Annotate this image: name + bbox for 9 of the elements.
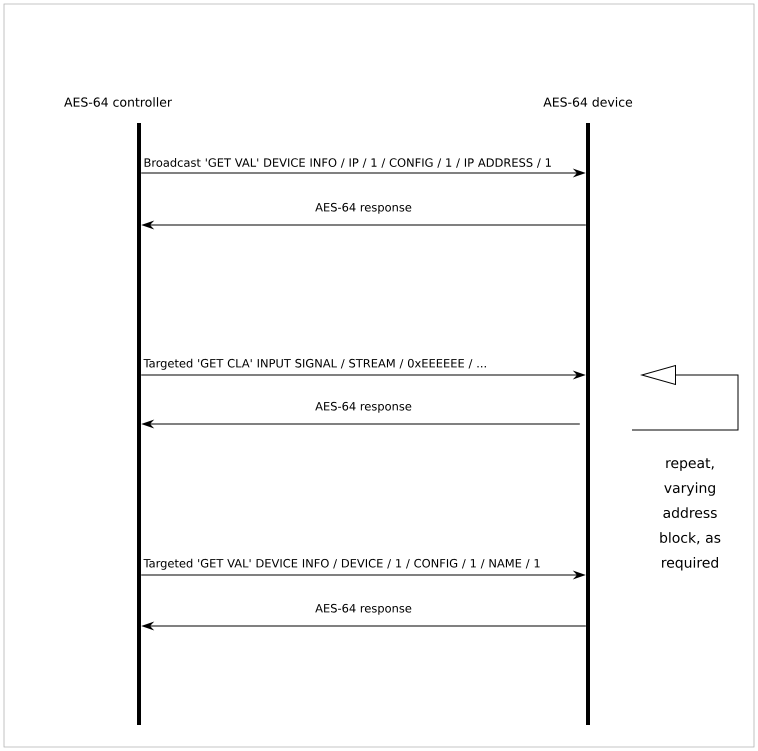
edge-label: Broadcast 'GET VAL' DEVICE INFO / IP / 1 / CONFIG / 1 / IP ADDRESS / 1 [144, 158, 551, 168]
edge-label: AES-64 response [315, 402, 412, 413]
note: repeat, varying address block, as required [660, 458, 720, 571]
participant-label: AES-64 controller [64, 97, 172, 107]
edge-label: AES-64 response [315, 202, 412, 214]
edge-label: Targeted 'GET CLA' INPUT SIGNAL / STREAM / 0xEEEEEE / ... [143, 358, 486, 370]
edge-label: Targeted 'GET VAL' DEVICE INFO / DEVICE / 1 / CONFIG / 1 / NAME / 1 [143, 558, 540, 570]
edge-label: AES-64 response [315, 604, 412, 615]
participant-label: AES-64 device [543, 97, 632, 107]
